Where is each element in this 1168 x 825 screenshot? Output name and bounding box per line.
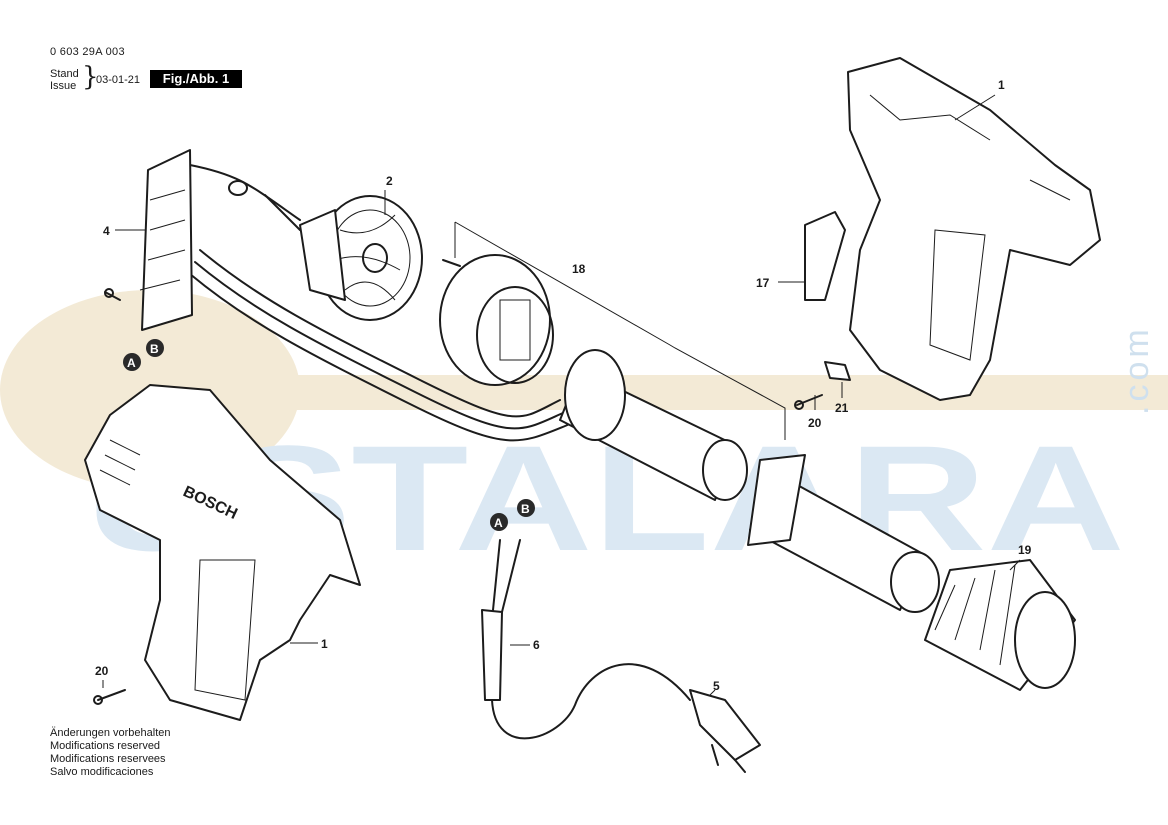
bracket-18 <box>454 221 786 440</box>
callout-1-top: 1 <box>998 78 1005 92</box>
stand-issue-labels: Stand Issue <box>50 68 79 92</box>
callout-2: 2 <box>386 174 393 188</box>
heater-holder-core <box>499 299 531 361</box>
marker-a-mid: A <box>490 513 508 531</box>
callout-20-right: 20 <box>808 416 822 430</box>
housing-handle-opening <box>929 229 986 361</box>
cable-leads <box>491 539 521 621</box>
housing-left-grip <box>194 559 256 701</box>
marker-b-left: B <box>146 339 164 357</box>
issue-label: Issue <box>50 80 77 92</box>
part-number: 0 603 29A 003 <box>50 46 125 58</box>
fan-hub <box>362 243 388 273</box>
screw-20-right-head <box>794 400 804 410</box>
footer-line-en: Modifications reserved <box>50 740 161 752</box>
motor-leads <box>264 194 301 231</box>
leader-1-top <box>954 94 996 121</box>
marker-b-mid: B <box>517 499 535 517</box>
callout-20-left: 20 <box>95 664 109 678</box>
callout-5: 5 <box>713 679 720 693</box>
heater-holder <box>439 254 551 386</box>
leader-19 <box>1009 559 1021 571</box>
issue-date: 03-01-21 <box>96 74 141 86</box>
switch-screw-head <box>104 288 114 298</box>
svg-text:B: B <box>150 342 159 356</box>
housing-half-left <box>84 384 361 721</box>
heating-tube-flange <box>564 349 626 441</box>
figure-badge: Fig./Abb. 1 <box>150 70 242 88</box>
nozzle-tube-end <box>890 551 940 613</box>
callout-18: 18 <box>572 262 586 276</box>
grommet <box>228 180 248 196</box>
heater-screw <box>442 259 461 267</box>
callout-19: 19 <box>1018 543 1032 557</box>
motor-body <box>299 209 346 301</box>
clip-21 <box>824 361 851 381</box>
brace-glyph: } <box>82 62 99 92</box>
callout-17: 17 <box>756 276 770 290</box>
svg-text:A: A <box>494 516 503 530</box>
svg-text:B: B <box>521 502 530 516</box>
plug <box>689 689 761 761</box>
housing-half-right <box>847 57 1101 401</box>
footer-notice: Änderungen vorbehalten Modifications res… <box>50 727 170 779</box>
nozzle-flange <box>747 454 806 546</box>
plug-pins <box>711 744 746 773</box>
callout-6: 6 <box>533 638 540 652</box>
harness-wire-1 <box>199 249 561 418</box>
footer-line-fr: Modifications reservees <box>50 753 166 765</box>
switch-plate-detail <box>139 189 186 291</box>
switch-plate <box>141 149 193 331</box>
marker-a-left: A <box>123 353 141 371</box>
housing-vents <box>99 439 141 486</box>
nozzle-cap-opening <box>1014 591 1076 689</box>
leader-5 <box>709 689 716 696</box>
switch-17 <box>804 211 846 301</box>
heating-tube-end <box>702 439 748 501</box>
power-cable <box>491 663 691 740</box>
footer-line-de: Änderungen vorbehalten <box>50 727 171 739</box>
callout-1-bottom: 1 <box>321 637 328 651</box>
footer-line-es: Salvo modificaciones <box>50 766 154 778</box>
cable-sleeve <box>481 609 503 701</box>
screw-20-left-head <box>93 695 103 705</box>
heater-holder-ring <box>476 286 554 384</box>
harness-wire-2 <box>194 261 566 430</box>
callout-21: 21 <box>835 401 849 415</box>
svg-text:A: A <box>127 356 136 370</box>
screw-20-right <box>796 394 823 406</box>
housing-inner-ribs <box>869 94 1071 201</box>
callout-4: 4 <box>103 224 110 238</box>
nozzle-cap-ribs <box>934 564 1016 666</box>
stand-label: Stand <box>50 68 79 80</box>
harness-wire-3 <box>189 273 571 442</box>
watermark-orange-band <box>220 375 1168 410</box>
